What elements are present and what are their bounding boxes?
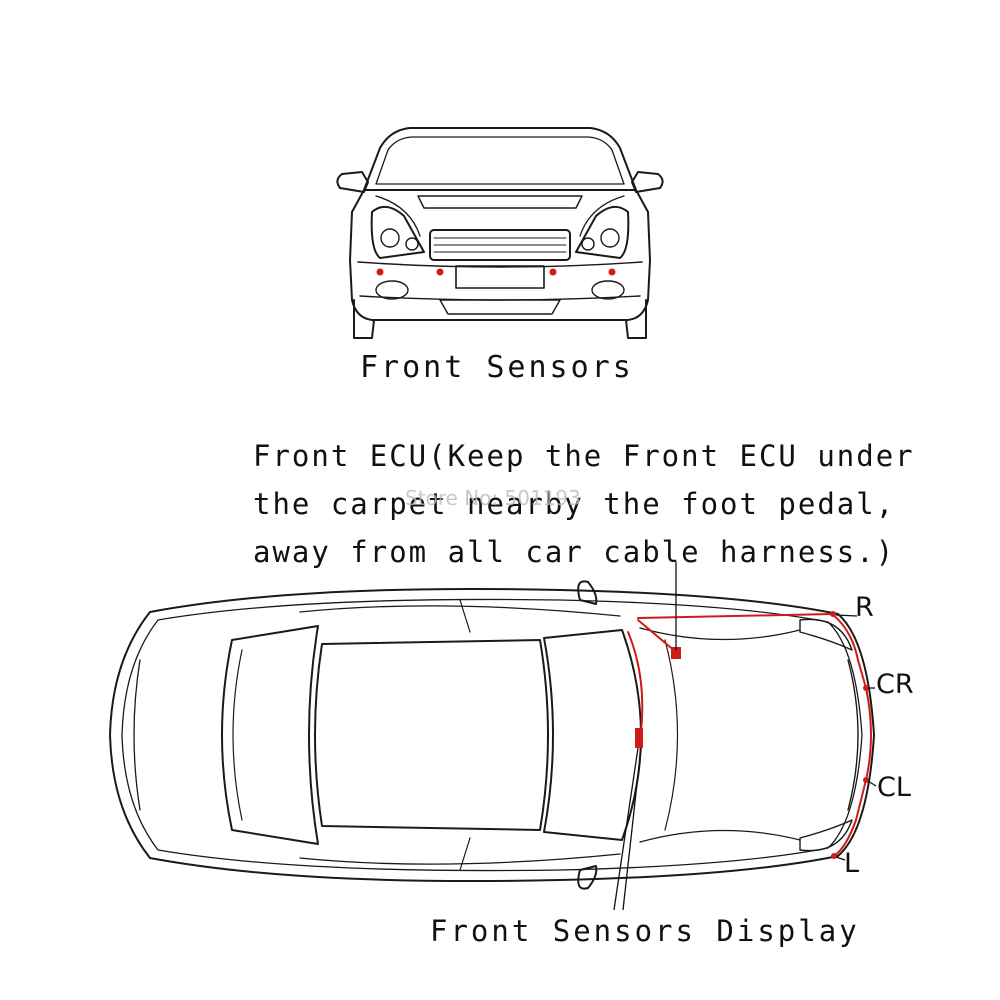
wire-dot-l [831,853,837,859]
ecu-note-line-1: Front ECU(Keep the Front ECU under [253,439,915,473]
sensor-dot-r [608,268,616,276]
front-sensors-display-caption: Front Sensors Display [430,914,860,948]
sensor-wiring-harness [627,612,872,857]
front-ecu-note: Front ECU(Keep the Front ECU under the c… [253,432,915,576]
leader-lines [613,562,877,911]
front-sensor-dots [376,268,616,276]
wire-dot-cl [863,777,869,783]
front-ecu-box [671,647,681,659]
wire-dot-cr [863,685,869,691]
sensor-label-cl: CL [877,772,911,803]
store-watermark: Store No: 501193 [405,486,581,510]
sensor-dot-cl [436,268,444,276]
front-sensors-caption: Front Sensors [360,350,634,385]
sensor-dot-l [376,268,384,276]
ecu-note-line-2: the carpet nearby the foot pedal, [253,487,896,521]
sensor-dot-cr [549,268,557,276]
car-top-view-illustration [109,580,875,890]
car-front-view-illustration [336,127,664,339]
sensor-label-l: L [844,848,860,879]
wire-dot-r [830,611,836,617]
wire-components [635,611,869,859]
sensor-label-cr: CR [876,669,914,700]
ecu-note-line-3: away from all car cable harness.) [253,535,896,569]
sensor-label-r: R [855,592,874,623]
display-connector [635,728,643,748]
